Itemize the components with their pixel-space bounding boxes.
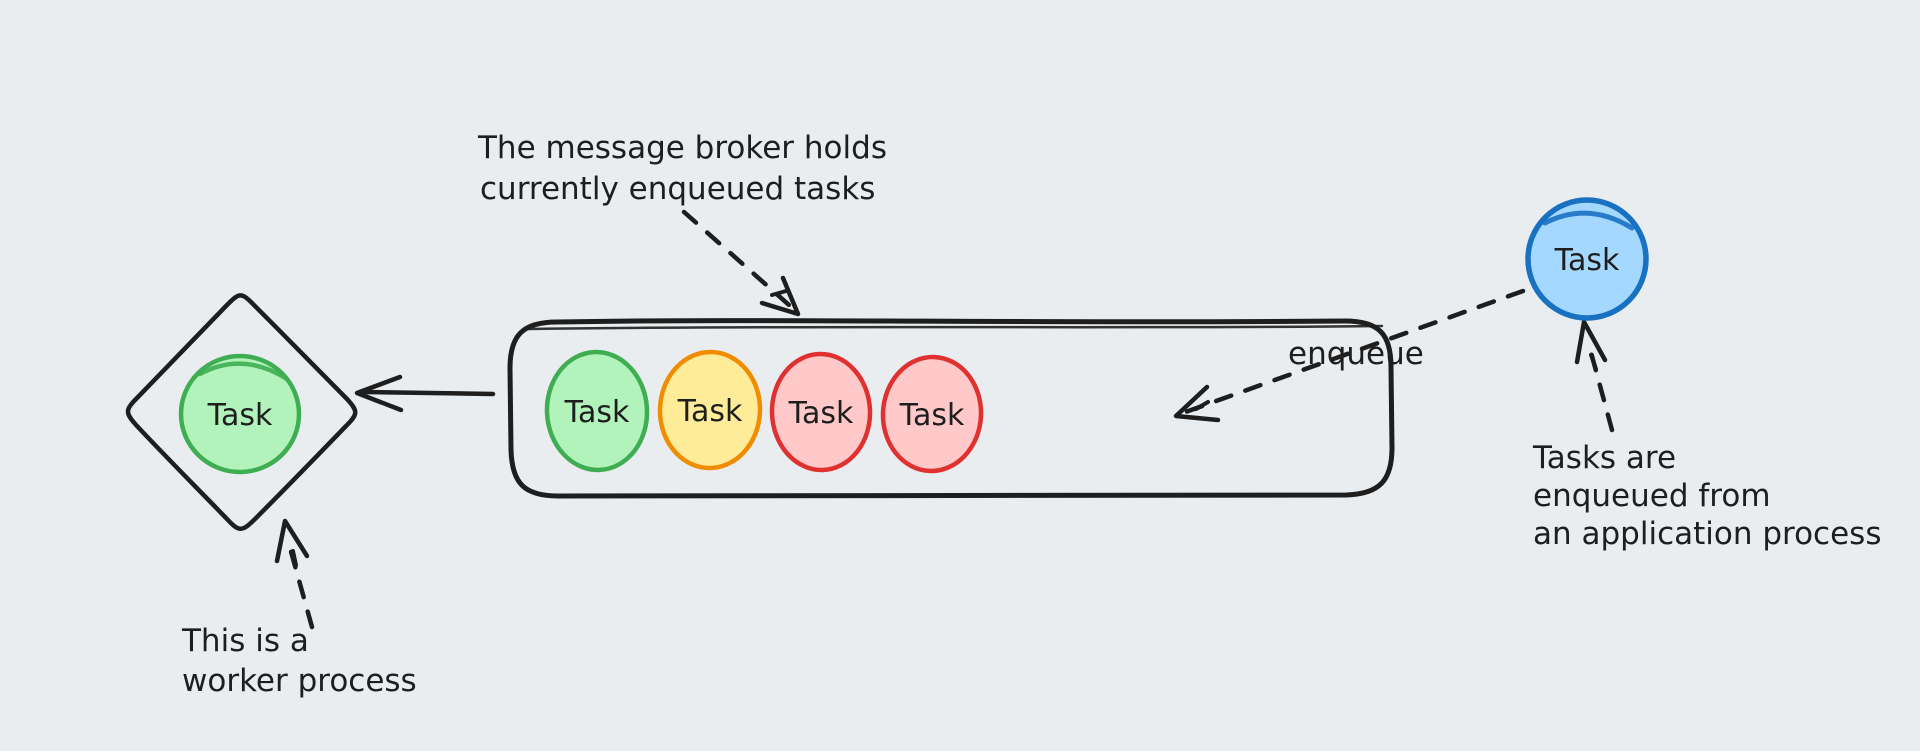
producer-note-arrow (1574, 319, 1615, 433)
worker-note-arrowhead-sketch (291, 549, 298, 567)
broker-task-label-1: Task (564, 395, 630, 430)
producer-note-line-1: Tasks are (1532, 440, 1676, 476)
worker-task-circle (178, 353, 302, 475)
dequeue-arrow (354, 374, 496, 413)
broker-task-circle-3 (769, 351, 873, 473)
dequeue-arrowhead (354, 374, 404, 413)
broker-task-2: Task (657, 349, 763, 471)
worker-note-arrowhead (274, 518, 310, 564)
broker-task-circle-2 (657, 349, 763, 471)
broker-note: The message broker holds currently enque… (477, 130, 887, 207)
producer-note-line-2: enqueued from (1533, 478, 1771, 514)
broker-note-line-1: The message broker holds (477, 130, 887, 166)
broker-task-4: Task (880, 354, 984, 474)
enqueue-arrow (1173, 288, 1526, 423)
enqueue-arrowhead (1173, 384, 1221, 423)
worker-note-arrow (274, 518, 315, 630)
enqueue-label: enqueue (1288, 336, 1424, 372)
broker-task-1: Task (544, 349, 650, 473)
worker-task-circle-sketch (197, 361, 290, 382)
broker-task-label-3: Task (788, 396, 854, 431)
broker-note-arrow (681, 209, 801, 317)
broker-task-circle-4 (880, 354, 984, 474)
worker-process-diamond (125, 293, 358, 531)
broker-note-arrowhead-sketch (770, 289, 788, 297)
worker-note: This is a worker process (181, 623, 417, 699)
broker-note-arrow-line (681, 209, 801, 316)
producer-note-arrowhead-sketch (1589, 353, 1598, 371)
enqueue-arrowhead-sketch (1194, 400, 1210, 411)
enqueue-arrow-line (1177, 288, 1526, 417)
broker-note-arrowhead (759, 275, 801, 317)
worker-task-label: Task (207, 398, 273, 433)
worker-note-line-1: This is a (181, 623, 309, 659)
message-broker-container (507, 318, 1395, 499)
broker-task-label-4: Task (899, 398, 965, 433)
worker-note-line-2: worker process (182, 663, 417, 699)
producer-note: Tasks are enqueued from an application p… (1532, 440, 1881, 552)
dequeue-arrow-line (359, 389, 496, 397)
message-broker-container-sketch (526, 324, 1384, 331)
broker-task-label-2: Task (677, 394, 743, 429)
broker-task-circle-1 (544, 349, 650, 473)
broker-task-3: Task (769, 351, 873, 473)
broker-note-line-2: currently enqueued tasks (480, 171, 875, 207)
producer-task-circle (1525, 197, 1649, 321)
producer-note-line-3: an application process (1533, 516, 1881, 552)
producer-task-label: Task (1554, 243, 1620, 278)
producer-task-circle-sketch (1542, 210, 1635, 231)
producer-note-arrowhead (1574, 319, 1608, 365)
